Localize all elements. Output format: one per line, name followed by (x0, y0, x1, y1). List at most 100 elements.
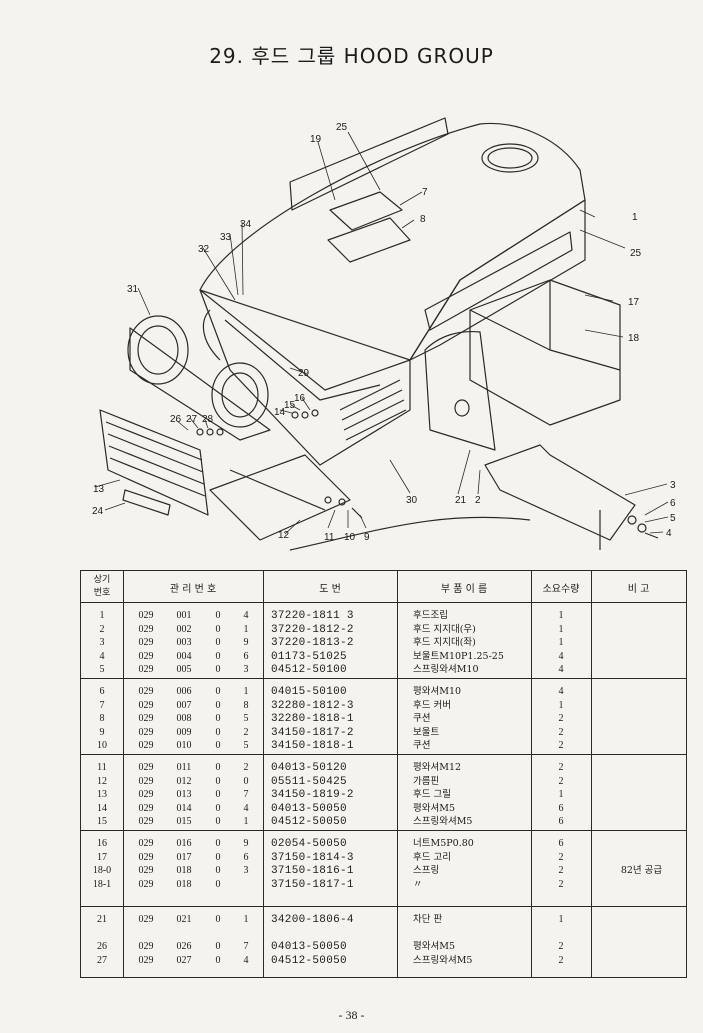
cell-c1: 029 (138, 762, 154, 773)
cell-qty: 1 (558, 699, 564, 711)
cell-no: 17 (97, 851, 107, 863)
cell-drawing: 34150-1817-2 (271, 726, 354, 739)
cell-qty: 1 (558, 610, 564, 621)
cell-c1: 029 (138, 865, 154, 876)
cell-c4: 3 (243, 865, 249, 876)
cell-c4: 5 (243, 740, 249, 751)
cell-c2: 015 (176, 816, 192, 827)
cell-c1: 029 (138, 713, 154, 724)
cell-drawing: 37220-1811 3 (271, 610, 354, 622)
cell-c3: 0 (215, 699, 221, 711)
cell-no: 8 (99, 713, 105, 724)
cell-c1: 029 (138, 789, 154, 800)
cell-name: 후드 지지대(우) (413, 623, 476, 635)
cell-c2: 005 (176, 664, 192, 675)
cell-c1: 029 (138, 664, 154, 675)
cell-c4: 6 (243, 650, 249, 662)
cell-c3: 0 (215, 650, 221, 662)
callout-label: 17 (628, 297, 640, 308)
cell-c1: 029 (138, 775, 154, 787)
callout-label: 18 (628, 333, 640, 344)
cell-c3: 0 (215, 865, 221, 876)
cell-c1: 029 (138, 802, 154, 814)
cell-qty: 1 (558, 789, 564, 800)
cell-c1: 029 (138, 851, 154, 863)
cell-name: 가름핀 (413, 775, 440, 787)
cell-name: 보울트 (413, 726, 440, 738)
cell-name: 스프링와셔M5 (413, 954, 473, 966)
header-no-line1: 상기 (93, 575, 111, 585)
cell-c3: 0 (215, 802, 221, 814)
callout-label: 33 (220, 232, 232, 243)
callout-label: 25 (630, 248, 642, 259)
cell-no: 9 (99, 726, 105, 738)
cell-c4: 7 (243, 941, 249, 952)
callout-label: 7 (422, 187, 428, 198)
cell-c4: 5 (243, 713, 249, 724)
cell-c2: 021 (176, 914, 192, 925)
cell-qty: 6 (558, 816, 564, 827)
cell-qty: 1 (558, 914, 564, 925)
cell-drawing: 37150-1817-1 (271, 878, 354, 891)
cell-drawing: 37220-1812-2 (271, 623, 354, 636)
cell-name: 후드 그릴 (413, 789, 451, 800)
header-drawing: 도 번 (319, 583, 341, 595)
cell-c4: 2 (243, 726, 249, 738)
cell-c2: 009 (176, 726, 192, 738)
callout-label: 29 (298, 368, 310, 379)
header-name: 부 품 이 름 (440, 583, 488, 595)
cell-c3: 0 (215, 816, 221, 827)
cell-c1: 029 (138, 954, 154, 966)
cell-c4: 6 (243, 851, 249, 863)
cell-qty: 1 (558, 623, 564, 635)
callout-label: 1 (632, 212, 638, 223)
table-row (81, 927, 686, 941)
callout-label: 12 (278, 530, 290, 541)
cell-c3: 0 (215, 941, 221, 952)
cell-c2: 004 (176, 650, 192, 662)
cell-c2: 008 (176, 713, 192, 724)
cell-drawing: 02054-50050 (271, 838, 347, 850)
cell-qty: 6 (558, 838, 564, 849)
cell-name: 후드조립 (413, 610, 448, 621)
cell-qty: 2 (558, 941, 564, 952)
cell-c2: 014 (176, 802, 192, 814)
cell-no: 6 (99, 686, 105, 697)
cell-c4: 9 (243, 637, 249, 648)
cell-c2: 007 (176, 699, 192, 711)
cell-qty: 2 (558, 762, 564, 773)
cell-c3: 0 (215, 878, 221, 890)
cell-no: 12 (97, 775, 107, 787)
cell-drawing: 01173-51025 (271, 650, 347, 663)
cell-name: 쿠션 (413, 713, 431, 724)
cell-c4: 4 (243, 610, 249, 621)
table-header: 상기 번호 관 리 번 호 도 번 부 품 이 름 소요수량 비 고 (81, 571, 686, 603)
callout-label: 26 (170, 414, 182, 425)
callout-label: 5 (670, 513, 676, 524)
cell-name: 평와셔M10 (413, 686, 462, 697)
cell-c1: 029 (138, 726, 154, 738)
cell-c1: 029 (138, 878, 154, 890)
callout-label: 25 (336, 122, 348, 133)
cell-qty: 2 (558, 851, 564, 863)
cell-qty: 1 (558, 637, 564, 648)
cell-no: 16 (97, 838, 107, 849)
cell-name: 후드 고리 (413, 851, 451, 863)
callout-label: 10 (344, 532, 356, 543)
cell-drawing: 04013-50120 (271, 762, 347, 774)
header-control: 관 리 번 호 (169, 583, 217, 595)
header-no-line2: 번호 (93, 588, 111, 598)
callout-label: 16 (294, 393, 306, 404)
page-title: 29. 후드 그룹 HOOD GROUP (209, 44, 494, 68)
callout-label: 9 (364, 532, 370, 543)
